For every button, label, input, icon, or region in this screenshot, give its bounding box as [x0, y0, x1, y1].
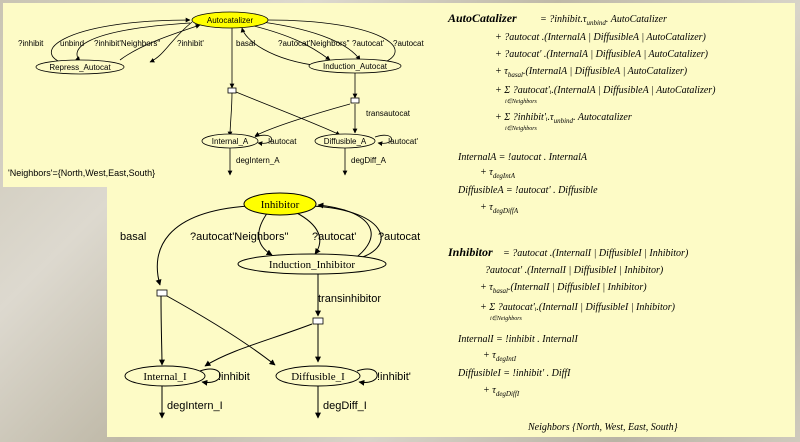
eq-inh-line3: + τbasal.(InternalI | DiffusibleI | Inhi… [480, 282, 647, 295]
eq-internalA: InternalA = !autocat . InternalA [457, 152, 588, 163]
eq-internalI-tau: + τdegIntI [483, 350, 517, 363]
edge2-bar2-internal [204, 323, 313, 367]
edge-bar1-internal [227, 91, 233, 137]
edge-autocat [267, 19, 396, 65]
transition-bar-transinhibitor [312, 317, 324, 325]
edge2-label-internal-self: !inhibit [218, 371, 250, 383]
label-internal-a: Internal_A [212, 137, 249, 146]
edge2-label-autocat: ?autocat [378, 231, 420, 243]
edge-label-inhibit-prime: ?inhibit' [177, 39, 204, 48]
eq-auto-line4: + τbasal.(InternalA | DiffusibleA | Auto… [495, 66, 688, 79]
edge2-label-autocat-prime: ?autocat' [312, 231, 356, 243]
edge-label-deg-diff: degDiff_A [351, 156, 387, 165]
edge2-label-deg-intern: degIntern_I [167, 400, 223, 412]
eq-auto-head: AutoCatalizer [447, 11, 517, 25]
eq-auto-line5-under: i∈Neighbors [505, 98, 538, 105]
neighbors-note: 'Neighbors'={North,West,East,South} [8, 168, 155, 178]
edge-internal-self [254, 134, 272, 147]
edge2-basal [155, 205, 249, 286]
edge-label-autocat-neighbors: ?autocat'Neighbors" [278, 39, 350, 48]
eq-inh-line4: + Σ ?autocat'ᵢ.(InternalI | DiffusibleI … [480, 302, 676, 313]
edge2-label-basal: basal [120, 231, 146, 243]
label-inhibitor: Inhibitor [261, 199, 300, 211]
edge-repress-inhibit [51, 17, 191, 66]
eq-neighbors: Neighbors {North, West, East, South} [527, 422, 678, 433]
eq-auto-line6: + Σ ?inhibit'ᵢ.τunbind. Autocatalizer [495, 112, 632, 125]
eq-auto-line5: + Σ ?autocat'ᵢ.(InternalA | DiffusibleA … [495, 85, 716, 96]
transition-bar-basal-2 [156, 289, 168, 297]
node-inhibitor [243, 192, 317, 216]
node-diffusible-a [314, 133, 376, 149]
edge2-internal-self [199, 368, 221, 386]
node-induction-inhibitor [237, 253, 387, 275]
edge2-label-deg-diff: degDiff_I [323, 400, 367, 412]
edge-label-autocat: ?autocat [393, 39, 424, 48]
edge2-autocat [311, 205, 382, 262]
edge-induction-back [240, 27, 321, 67]
node-autocatalizer [191, 11, 269, 29]
edge-label-deg-intern: degIntern_A [236, 156, 280, 165]
edge-bar2-internal [254, 103, 351, 137]
edge-autocat-neighbors [249, 24, 331, 61]
edge-autocat-prime [261, 21, 361, 61]
label-diffusible-i: Diffusible_I [291, 371, 345, 383]
eq-internalI: InternalI = !inhibit . InternalI [457, 334, 578, 345]
edge2-diffusible-self [356, 368, 378, 386]
edge-label-basal: basal [236, 39, 255, 48]
edge2-autocat-prime [294, 211, 321, 255]
edge2-label-autocat-neighbors: ?autocat'Neighbors" [190, 231, 288, 243]
edge-repress-inhibit-prime [149, 21, 193, 63]
eq-auto-line6-under: i∈Neighbors [505, 125, 538, 132]
eq-auto-line3: + ?autocat' .(InternalA | DiffusibleA | … [495, 49, 709, 60]
edge2-bar1-diffusible [166, 295, 276, 366]
node-diffusible-i [275, 365, 361, 387]
edge2-bar1-internal [158, 295, 165, 366]
edge2-induction-back [317, 202, 372, 263]
eq-inh-head: Inhibitor [447, 245, 493, 259]
edge-diffusible-self [374, 134, 392, 147]
edge-label-internal-self: !autocat [268, 137, 297, 146]
label-induction-autocat: Induction_Autocat [323, 62, 388, 71]
edge-label-inhibit-neighbors: ?inhibit'Neighbors" [94, 39, 160, 48]
node-internal-i [124, 365, 206, 387]
node-internal-a [201, 133, 259, 149]
eq-inh-line2: ?autocat' .(InternalI | DiffusibleI | In… [485, 265, 664, 276]
eq-diffusibleA-tau: + τdegDiffA [480, 202, 519, 215]
label-autocatalizer: Autocatalizer [207, 16, 254, 25]
transition-bar-transautocat [350, 97, 360, 104]
eq-diffusibleI: DiffusibleI = !inhibit' . DiffI [457, 368, 571, 379]
eq-diffusibleI-tau: + τdegDiffI [483, 385, 520, 398]
label-induction-inhibitor: Induction_Inhibitor [269, 259, 355, 271]
eq-auto-line1: = ?inhibit.τunbind. AutoCatalizer [540, 14, 667, 27]
label-internal-i: Internal_I [143, 371, 187, 383]
eq-internalA-tau: + τdegIntA [480, 167, 516, 180]
eq-auto-line2: + ?autocat .(InternalA | DiffusibleA | A… [495, 32, 707, 43]
edge-bar1-diffusible [235, 91, 341, 136]
eq-diffusibleA: DiffusibleA = !autocat' . Diffusible [457, 185, 598, 196]
edge2-label-diffusible-self: !inhibit' [377, 371, 411, 383]
eq-inh-line4-under: i∈Neighbors [490, 315, 523, 322]
node-induction-autocat [308, 58, 402, 74]
edge-label-transautocat: transautocat [366, 109, 411, 118]
label-diffusible-a: Diffusible_A [324, 137, 367, 146]
node-repress-autocat [35, 59, 125, 75]
edge-label-autocat-prime: ?autocat' [352, 39, 385, 48]
equations-panel [437, 3, 795, 437]
eq-inh-line1: = ?autocat .(InternalI | DiffusibleI | I… [503, 248, 689, 259]
edge-label-unbind: unbind [60, 39, 84, 48]
transition-bar-basal [227, 87, 237, 94]
edge-label-diffusible-self: !autocat' [388, 137, 418, 146]
edge-repress-unbind [75, 22, 191, 62]
edge-label-inhibit: ?inhibit [18, 39, 44, 48]
edge2-label-transinhibitor: transinhibitor [318, 293, 381, 305]
edge2-autocat-neighbors [258, 211, 273, 256]
edge-repress-inhibit-neighbors [119, 24, 201, 61]
label-repress-autocat: Repress_Autocat [49, 63, 111, 72]
